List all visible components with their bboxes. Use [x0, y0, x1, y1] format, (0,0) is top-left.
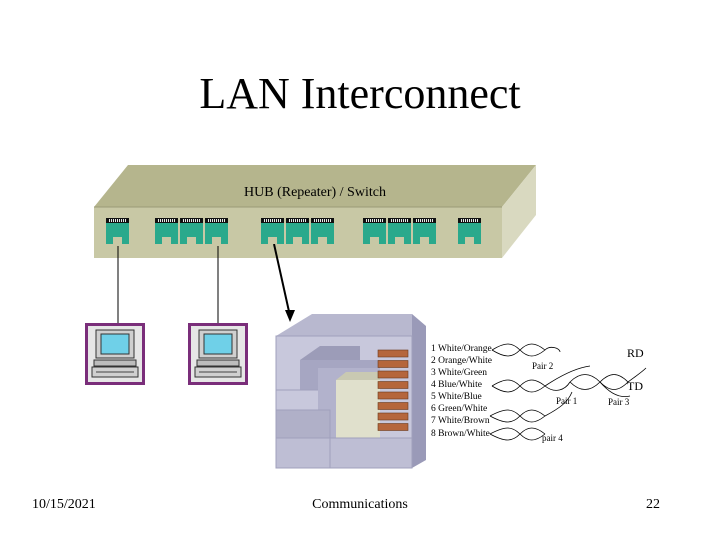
hub-port-7	[311, 218, 334, 244]
pc-1	[85, 323, 145, 385]
twisted-pair-wiring	[489, 343, 647, 441]
hub-side-face	[502, 165, 536, 258]
pin-5-label: 5 White/Blue	[431, 392, 482, 402]
pin-6-label: 6 Green/White	[431, 404, 488, 414]
jack-pin-1	[377, 349, 409, 358]
jack-pin-5	[377, 391, 409, 400]
footer-date: 10/15/2021	[32, 497, 96, 512]
hub-label: HUB (Repeater) / Switch	[244, 185, 386, 200]
arrow-head	[285, 310, 295, 322]
jack-pin-7	[377, 412, 409, 421]
pin-2-label: 2 Orange/White	[431, 356, 492, 366]
pair-3-label: Pair 3	[608, 397, 630, 407]
cable-arrow	[273, 243, 291, 317]
jack-pin-8	[377, 423, 409, 431]
rj45-jack-closeup	[275, 314, 426, 469]
pin-4-label: 4 Blue/White	[431, 380, 482, 390]
hub-port-4	[205, 218, 228, 244]
jack-pin-4	[377, 381, 409, 389]
hub-port-9	[388, 218, 411, 244]
hub-port-6	[286, 218, 309, 244]
hub-port-3	[180, 218, 203, 244]
slide-title: LAN Interconnect	[199, 69, 521, 118]
hub-port-2	[155, 218, 178, 244]
rd-label: RD	[627, 346, 644, 360]
jack-pins	[377, 349, 409, 431]
pin-1-label: 1 White/Orange	[431, 344, 492, 354]
jack-pin-6	[377, 402, 409, 410]
hub-port-10	[413, 218, 436, 244]
pair-1-label: Pair 1	[556, 396, 578, 406]
hub-port-11	[458, 218, 481, 244]
hub-top-face	[94, 165, 536, 207]
pc-2	[188, 323, 248, 385]
pin-7-label: 7 White/Brown	[431, 416, 490, 426]
hub-port-1	[106, 218, 129, 244]
td-label: TD	[627, 379, 643, 393]
pin-8-label: 8 Brown/White	[431, 429, 490, 439]
jack-pin-3	[377, 370, 409, 379]
pin-3-label: 3 White/Green	[431, 368, 488, 378]
page-number: 22	[646, 497, 660, 512]
footer-title: Communications	[312, 497, 408, 512]
pair-2-label: Pair 2	[532, 361, 554, 371]
jack-pin-2	[377, 360, 409, 368]
hub-port-5	[261, 218, 284, 244]
pair-4-label: pair 4	[542, 433, 563, 443]
hub-port-8	[363, 218, 386, 244]
